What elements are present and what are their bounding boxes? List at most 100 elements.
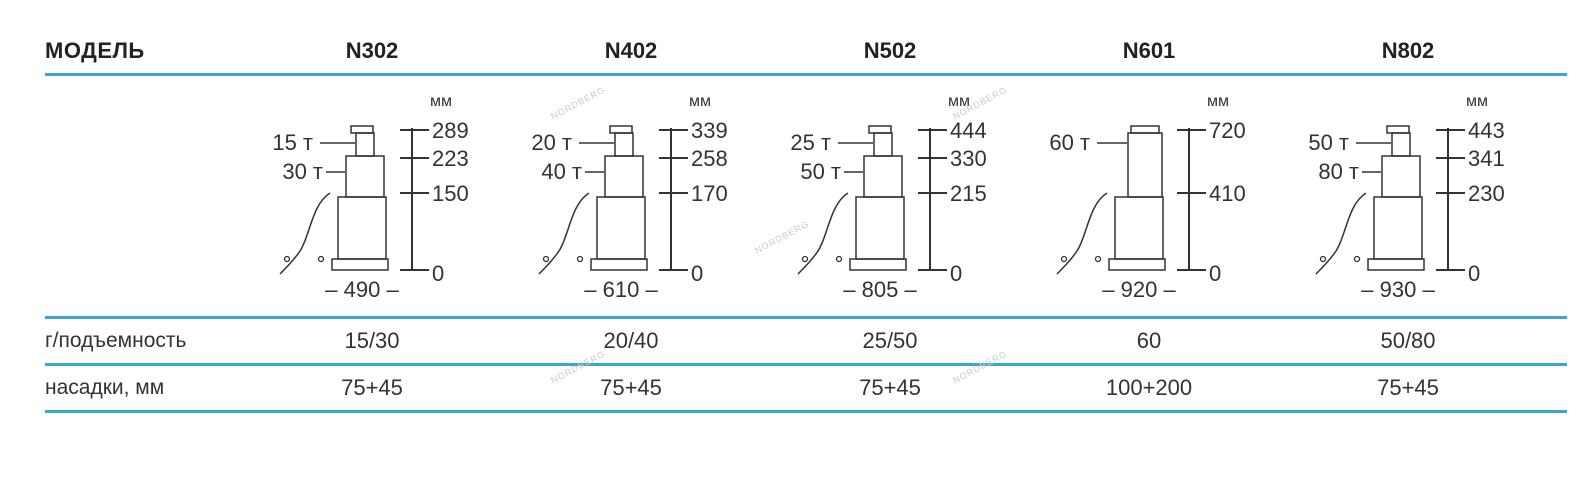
jack-base: [849, 258, 907, 271]
model-name-n601: N601: [1122, 38, 1176, 63]
jack-piston-stage-1: [604, 155, 644, 198]
jack-handle: [1315, 192, 1367, 275]
height-value: 150: [432, 181, 469, 206]
unit-label: мм: [1466, 93, 1488, 110]
load-top-label: 60 т: [1049, 130, 1090, 155]
capacity-n601: 60: [1136, 328, 1162, 353]
jack-body: [596, 196, 646, 260]
load-top-label: 50 т: [1308, 130, 1349, 155]
jack-handle: [1056, 192, 1108, 275]
capacity-n802: 50/80: [1380, 328, 1436, 353]
height-value: 0: [691, 261, 703, 286]
load-bottom-label: 30 т: [282, 159, 323, 184]
handle-pivot: [1319, 255, 1327, 263]
model-name-n402: N402: [604, 38, 658, 63]
jack-handle: [538, 192, 590, 275]
jack-body: [1373, 196, 1423, 260]
height-value: 341: [1468, 146, 1505, 171]
height-value: 0: [1468, 261, 1480, 286]
model-name-n802: N802: [1381, 38, 1435, 63]
jack-base: [590, 258, 648, 271]
jack-handle: [279, 192, 331, 275]
load-top-label: 20 т: [531, 130, 572, 155]
jack-body: [1114, 196, 1164, 260]
jack-saddle: [609, 125, 633, 134]
model-name-n502: N502: [863, 38, 917, 63]
model-name-n302: N302: [345, 38, 399, 63]
height-value: 330: [950, 146, 987, 171]
nozzles-row-label: насадки, мм: [45, 376, 165, 399]
height-value: 443: [1468, 118, 1505, 143]
handle-pivot: [576, 255, 584, 263]
jack-piston-stage-1: [863, 155, 903, 198]
handle-pivot: [283, 255, 291, 263]
jack-body: [855, 196, 905, 260]
jack-base: [1367, 258, 1425, 271]
bottom-divider: [45, 410, 1567, 413]
height-value: 444: [950, 118, 987, 143]
jack-saddle: [1130, 125, 1160, 134]
handle-pivot: [542, 255, 550, 263]
jack-piston-stage-1: [345, 155, 385, 198]
load-bottom-label: 80 т: [1318, 159, 1359, 184]
unit-label: мм: [948, 93, 970, 110]
height-value: 170: [691, 181, 728, 206]
jack-body: [337, 196, 387, 260]
jack-piston-stage-2: [614, 132, 634, 157]
jack-piston: [1127, 132, 1163, 198]
handle-pivot: [1094, 255, 1102, 263]
jack-handle: [797, 192, 849, 275]
nozzles-n802: 75+45: [1377, 375, 1439, 400]
jack-base: [331, 258, 389, 271]
jack-diagram-n402: мм 339 258 170 0 20 т 40 т – 610 –: [511, 86, 791, 316]
jack-saddle: [350, 125, 374, 134]
header-divider: [45, 73, 1567, 76]
capacity-n302: 15/30: [344, 328, 400, 353]
capacity-n402: 20/40: [603, 328, 659, 353]
nozzles-n502: 75+45: [859, 375, 921, 400]
height-value: 0: [1209, 261, 1221, 286]
handle-pivot: [1353, 255, 1361, 263]
load-top-label: 15 т: [272, 130, 313, 155]
height-value: 720: [1209, 118, 1246, 143]
jack-piston-stage-2: [355, 132, 375, 157]
jack-saddle: [1386, 125, 1410, 134]
model-header-label: МОДЕЛЬ: [45, 38, 145, 63]
handle-pivot: [835, 255, 843, 263]
base-width-label: – 490 –: [325, 277, 399, 302]
jack-drawing: мм 339 258 170 0 20 т 40 т – 610 –: [531, 93, 728, 302]
height-value: 0: [432, 261, 444, 286]
base-width-label: – 920 –: [1102, 277, 1176, 302]
base-width-label: – 805 –: [843, 277, 917, 302]
unit-label: мм: [689, 93, 711, 110]
base-width-label: – 930 –: [1361, 277, 1435, 302]
handle-pivot: [801, 255, 809, 263]
height-value: 410: [1209, 181, 1246, 206]
load-bottom-label: 50 т: [800, 159, 841, 184]
jack-piston-stage-2: [1391, 132, 1411, 157]
jack-piston-stage-1: [1381, 155, 1421, 198]
base-width-label: – 610 –: [584, 277, 658, 302]
capacity-divider: [45, 363, 1567, 366]
handle-pivot: [317, 255, 325, 263]
unit-label: мм: [430, 93, 452, 110]
diagram-divider: [45, 316, 1567, 319]
handle-pivot: [1060, 255, 1068, 263]
capacity-row-label: г/подъемность: [45, 329, 187, 352]
load-bottom-label: 40 т: [541, 159, 582, 184]
height-value: 258: [691, 146, 728, 171]
nozzles-n601: 100+200: [1105, 375, 1193, 400]
load-top-label: 25 т: [790, 130, 831, 155]
nozzles-n302: 75+45: [341, 375, 403, 400]
height-value: 0: [950, 261, 962, 286]
height-value: 339: [691, 118, 728, 143]
nozzles-n402: 75+45: [600, 375, 662, 400]
